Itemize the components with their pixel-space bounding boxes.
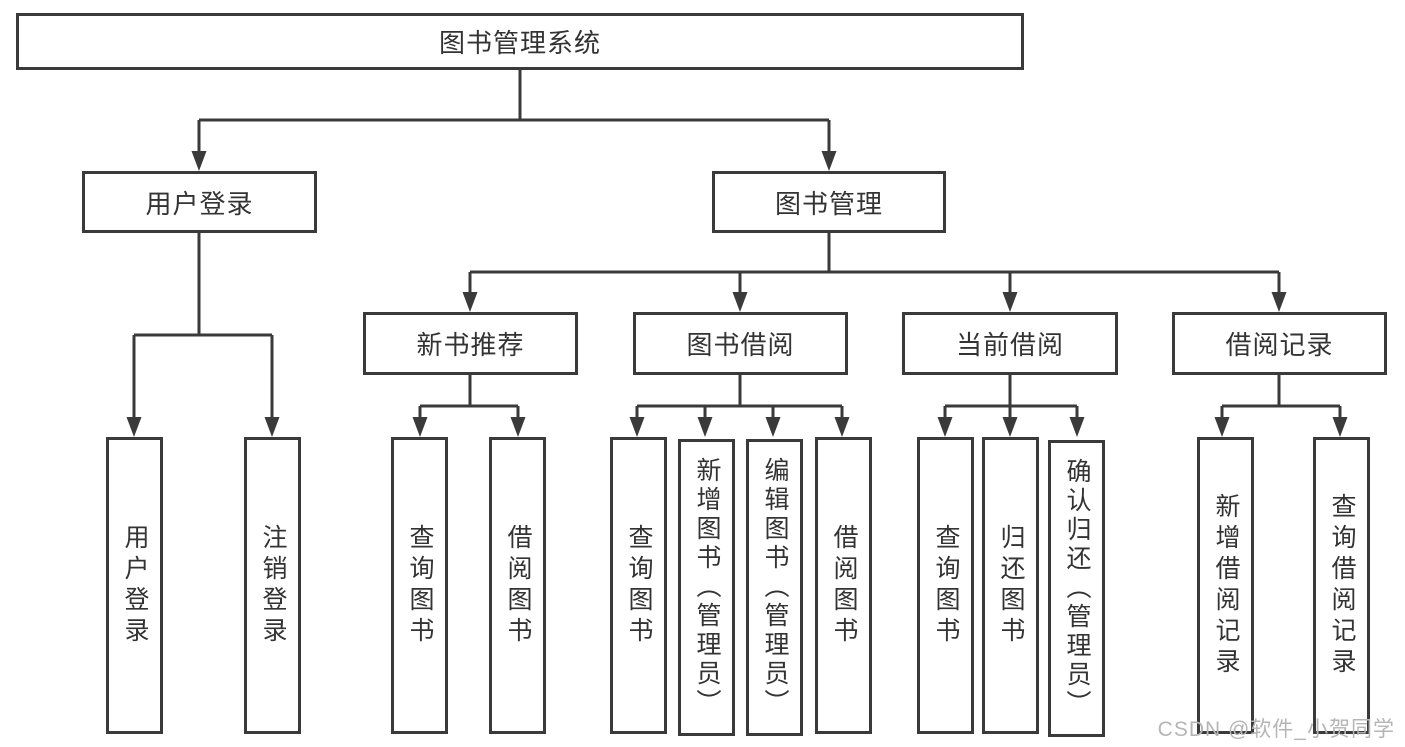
leaf-edit-book-admin: 编辑图书（管理员） [746, 439, 803, 736]
leaf-label: 查询图书 [406, 523, 434, 648]
leaf-label: 借阅图书 [830, 523, 858, 648]
leaf-query-borrow-record: 查询借阅记录 [1313, 437, 1370, 734]
node-new-book-recommendation: 新书推荐 [363, 312, 578, 375]
leaf-logout: 注销登录 [244, 437, 301, 734]
leaf-query-books-borrowing: 查询图书 [610, 437, 667, 734]
leaf-label: 查询借阅记录 [1328, 492, 1356, 679]
node-label: 借阅记录 [1225, 330, 1334, 360]
node-current-borrowing: 当前借阅 [902, 312, 1118, 375]
leaf-add-borrow-record: 新增借阅记录 [1197, 437, 1254, 734]
node-library-management-system: 图书管理系统 [16, 13, 1024, 70]
leaf-confirm-return-admin: 确认归还（管理员） [1048, 440, 1105, 737]
node-borrowing-records: 借阅记录 [1172, 312, 1387, 375]
leaf-label: 归还图书 [997, 523, 1025, 648]
watermark: CSDN @软件_小贺同学 [1157, 718, 1395, 741]
leaf-label: 借阅图书 [504, 523, 532, 648]
leaf-user-login: 用户登录 [106, 437, 163, 734]
node-label: 图书管理系统 [438, 28, 601, 58]
node-book-management: 图书管理 [712, 171, 946, 233]
leaf-label: 用户登录 [121, 523, 149, 648]
leaf-borrow-books-borrowing: 借阅图书 [815, 437, 872, 734]
leaf-query-books-current: 查询图书 [917, 437, 974, 734]
leaf-return-book: 归还图书 [982, 437, 1039, 734]
leaf-label: 确认归还（管理员） [1063, 458, 1091, 719]
node-user-login: 用户登录 [82, 171, 317, 233]
node-label: 新书推荐 [416, 330, 525, 360]
leaf-borrow-books-recommend: 借阅图书 [489, 437, 546, 734]
node-book-borrowing: 图书借阅 [633, 312, 848, 375]
node-label: 用户登录 [145, 188, 254, 219]
leaf-label: 查询图书 [932, 523, 960, 648]
leaf-label: 新增图书（管理员） [693, 457, 721, 718]
node-label: 当前借阅 [955, 330, 1064, 360]
leaf-query-books-recommend: 查询图书 [391, 437, 448, 734]
leaf-label: 新增借阅记录 [1212, 492, 1240, 679]
leaf-label: 注销登录 [259, 523, 287, 648]
node-label: 图书管理 [774, 188, 883, 219]
leaf-label: 查询图书 [625, 523, 653, 648]
leaf-add-book-admin: 新增图书（管理员） [678, 439, 735, 736]
leaf-label: 编辑图书（管理员） [761, 457, 789, 718]
node-label: 图书借阅 [686, 330, 795, 360]
